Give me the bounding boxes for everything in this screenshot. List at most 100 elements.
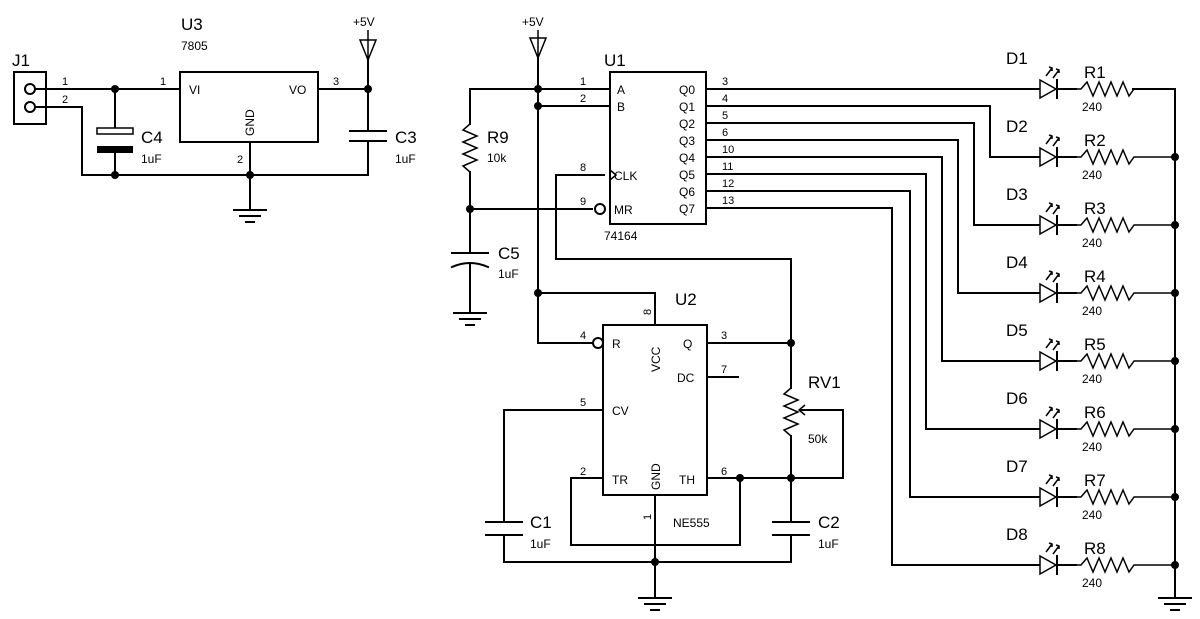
resistor-ref-4: R4 (1084, 267, 1106, 286)
j1-pin1-pad (24, 83, 36, 95)
u2-label-vcc: VCC (649, 346, 663, 372)
light-emission-icon (1045, 202, 1060, 215)
resistor-value-5: 240 (1082, 372, 1102, 386)
resistor-value-3: 240 (1082, 236, 1102, 250)
wire-q3-to-led (705, 139, 1041, 294)
resistor-icon (1076, 284, 1175, 302)
rv1-wiper-arrow-icon (797, 404, 811, 416)
c1-ref: C1 (530, 513, 552, 532)
vcc-label-1: +5V (353, 15, 375, 29)
led-ref-3: D3 (1006, 185, 1028, 204)
resistor-value-1: 240 (1082, 100, 1102, 114)
led-ref-7: D7 (1006, 457, 1028, 476)
u2-pin-vcc: 8 (642, 309, 654, 315)
junction-dot (534, 85, 542, 93)
u3-pin-gnd: 2 (237, 154, 243, 166)
u2-label-cv: CV (612, 404, 629, 418)
led-cathode-bar (1056, 487, 1077, 507)
c3-ref: C3 (395, 128, 417, 147)
c5-value: 1uF (498, 267, 519, 281)
c4-plate-neg (97, 146, 133, 153)
j1-pin2-pad (24, 101, 36, 113)
junction-dot (1171, 425, 1179, 433)
led-icon (1039, 418, 1058, 440)
junction-dot (364, 85, 372, 93)
u2-pin-cv: 5 (580, 397, 586, 409)
wire-timer-ground (503, 534, 792, 563)
resistor-ref-5: R5 (1084, 335, 1106, 354)
vcc-arrow-icon (528, 30, 548, 61)
clock-edge-icon (609, 169, 618, 181)
u3-regulator-body (179, 71, 319, 143)
rv1-value: 50k (808, 432, 828, 446)
c2-value: 1uF (818, 537, 839, 551)
r9-ref: R9 (487, 128, 509, 147)
junction-dot (1171, 153, 1179, 161)
u1-label-clk: CLK (614, 169, 637, 183)
junction-dot (736, 474, 744, 482)
u1-pin-q3: 6 (722, 127, 728, 139)
r9-resistor-icon (461, 123, 479, 173)
u3-value: 7805 (181, 39, 208, 53)
u3-pin-vo: 3 (333, 76, 339, 88)
u1-shift-register-body (609, 71, 707, 225)
light-emission-icon (1045, 134, 1060, 147)
junction-dot (1171, 357, 1179, 365)
resistor-icon (1076, 148, 1175, 166)
c1-value: 1uF (530, 537, 551, 551)
u2-pin-tr: 2 (580, 466, 586, 478)
u1-ref: U1 (604, 51, 626, 70)
c4-plate-pos (96, 127, 134, 135)
resistor-value-4: 240 (1082, 304, 1102, 318)
c2-plates (772, 521, 810, 536)
u1-pin-q2: 5 (722, 110, 728, 122)
j1-connector-body (13, 71, 47, 125)
wire-q4-to-led (705, 156, 1041, 362)
wire-u2-th (706, 409, 844, 479)
resistor-ref-3: R3 (1084, 199, 1106, 218)
led-array-section: D1R1240D2R2240D3R3240D4R4240D5R5240D6R62… (705, 49, 1192, 611)
u1-label-q6: Q6 (679, 185, 695, 199)
junction-dot (1171, 561, 1179, 569)
led-ref-5: D5 (1006, 321, 1028, 340)
led-cathode-bar (1056, 283, 1077, 303)
led-cathode-bar (1056, 215, 1077, 235)
ground-icon (453, 312, 487, 326)
u1-pin-q0: 3 (722, 76, 728, 88)
resistor-ref-7: R7 (1084, 471, 1106, 490)
u1-label-q2: Q2 (679, 117, 695, 131)
wire-q2-to-led (705, 122, 1041, 226)
light-emission-icon (1045, 338, 1060, 351)
led-cathode-bar (1056, 419, 1077, 439)
u1-label-b: B (617, 100, 625, 114)
u2-pin-dc: 7 (721, 364, 727, 376)
resistor-icon (1076, 352, 1175, 370)
u1-label-a: A (617, 83, 625, 97)
rv1-potentiometer-icon (782, 387, 800, 437)
u1-label-q1: Q1 (679, 100, 695, 114)
u2-pin-q: 3 (721, 330, 727, 342)
u1-pin-mr: 9 (580, 196, 586, 208)
u3-vo-label: VO (289, 83, 306, 97)
wire-clock (555, 174, 792, 344)
u1-pin-a: 1 (580, 76, 586, 88)
vcc-label-2: +5V (522, 15, 544, 29)
c5-plate-bottom (450, 262, 490, 269)
u2-pin-r: 4 (580, 330, 586, 342)
ground-icon (233, 209, 267, 223)
wire-q7-to-led (705, 207, 1041, 566)
u3-pin-vi: 1 (160, 76, 166, 88)
wire-vout (317, 59, 369, 90)
u1-pin-q5: 11 (722, 161, 733, 173)
led-cathode-bar (1056, 351, 1077, 371)
u3-vi-label: VI (189, 83, 200, 97)
u2-label-q: Q (683, 337, 692, 351)
led-cathode-bar (1056, 79, 1077, 99)
u1-label-q3: Q3 (679, 134, 695, 148)
led-ref-6: D6 (1006, 389, 1028, 408)
u2-value: NE555 (673, 516, 710, 530)
c3-value: 1uF (395, 152, 416, 166)
led-ref-2: D2 (1006, 117, 1028, 136)
